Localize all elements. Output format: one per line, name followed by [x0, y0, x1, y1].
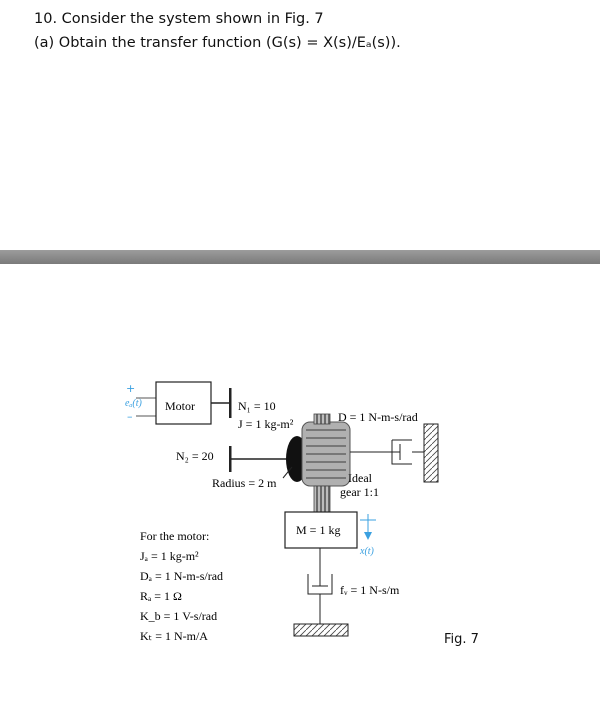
page-divider — [0, 250, 600, 264]
gear-ratio-label: gear 1:1 — [340, 485, 379, 499]
mass-box — [284, 511, 358, 549]
motor-param-ra: Rₐ = 1 Ω — [140, 589, 182, 603]
motor-params-heading: For the motor: — [140, 529, 209, 543]
plus-sign: + — [126, 382, 135, 395]
motor-param-kb: K_b = 1 V-s/rad — [140, 609, 217, 623]
minus-sign: – — [127, 410, 133, 423]
ground — [293, 623, 349, 637]
question-header: 10. Consider the system shown in Fig. 7 … — [34, 7, 401, 55]
motor-param-ja: Jₐ = 1 kg-m² — [140, 549, 199, 563]
gear-ribs — [306, 429, 346, 479]
radius-leader — [282, 466, 293, 479]
damper-cylinder — [391, 439, 412, 465]
figure-caption: Fig. 7 — [444, 632, 479, 647]
x-arrow-head — [364, 532, 372, 540]
motor-label: Motor — [165, 399, 195, 413]
system-diagram: + eₐ(t) – Motor N₁ = 10 J = 1 kg-m² N₂ =… — [125, 381, 439, 643]
figure-7: + eₐ(t) – Motor N₁ = 10 J = 1 kg-m² N₂ =… — [0, 264, 600, 700]
motor-param-kt: Kₜ = 1 N-m/A — [140, 629, 208, 643]
upper-pinion — [313, 413, 331, 425]
n1-label: N₁ = 10 — [238, 399, 276, 413]
fv-label: fᵥ = 1 N-s/m — [340, 583, 400, 597]
damper-label: D = 1 N-m-s/rad — [338, 410, 418, 424]
x-label: x(t) — [359, 546, 375, 557]
radius-label: Radius = 2 m — [212, 476, 277, 490]
gear-n2 — [229, 446, 232, 472]
j-label: J = 1 kg-m² — [238, 417, 294, 431]
wall — [423, 423, 439, 483]
gear-n1 — [229, 388, 232, 418]
n2-label: N₂ = 20 — [176, 449, 214, 463]
ideal-label: Ideal — [348, 471, 373, 485]
mass-label: M = 1 kg — [296, 523, 340, 537]
question-part-a: (a) Obtain the transfer function (G(s) =… — [34, 35, 401, 51]
source-label: eₐ(t) — [125, 398, 142, 409]
motor-param-da: Dₐ = 1 N-m-s/rad — [140, 569, 223, 583]
question-title: 10. Consider the system shown in Fig. 7 — [34, 11, 324, 27]
